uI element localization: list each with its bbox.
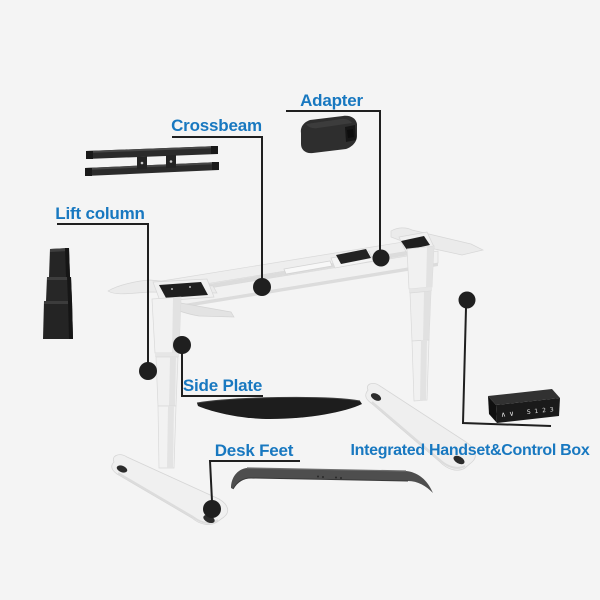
leader-lines <box>57 110 552 518</box>
crossbeam-dot <box>253 278 271 296</box>
side-plate-dot <box>173 336 191 354</box>
right-foot-front-glide <box>453 455 465 465</box>
left-bracket-pad <box>159 282 208 298</box>
right-foot-back-glide <box>370 393 382 401</box>
desk-frame <box>107 227 485 525</box>
desk-feet-part <box>231 467 433 493</box>
control-box-dot <box>458 291 476 309</box>
left-foot <box>111 454 229 525</box>
right-leg <box>406 245 435 402</box>
label-desk-feet: Desk Feet <box>214 441 294 460</box>
desk-feet-leader-line <box>208 460 300 502</box>
lift-column-part <box>43 248 73 339</box>
adapter-part <box>300 115 357 154</box>
label-crossbeam: Crossbeam <box>171 116 262 135</box>
control-box-front <box>496 398 560 423</box>
left-leg <box>151 296 182 469</box>
frame-inner-rail-slot <box>283 260 333 275</box>
lift-column-leader-line <box>57 223 149 363</box>
control-box-side <box>488 396 497 423</box>
lift-column-dot <box>139 362 157 380</box>
left-foot-back-glide <box>116 465 128 473</box>
control-box-leader-line <box>461 307 552 427</box>
side-plate-part <box>196 396 362 419</box>
adapter-leader-line <box>286 110 381 252</box>
side-plate-leader-line <box>181 352 263 397</box>
label-side-plate: Side Plate <box>182 376 263 395</box>
rail-pad <box>336 249 371 264</box>
crossbeam-part <box>85 146 219 176</box>
right-bracket-pad <box>401 236 430 250</box>
desk-feet-dot <box>203 500 221 518</box>
label-adapter: Adapter <box>300 91 363 110</box>
right-foot <box>365 383 476 471</box>
crossbeam-leader-line <box>172 136 263 280</box>
label-integrated-handset-control-box: Integrated Handset&Control Box <box>350 442 590 459</box>
label-lift-column: Lift column <box>55 204 145 223</box>
handset-updown-buttons: ∧ ∨ <box>500 410 515 419</box>
control-box-top <box>488 389 560 405</box>
handset-preset-buttons: S 1 2 3 <box>526 406 555 416</box>
control-box-part: ∧ ∨ S 1 2 3 <box>488 389 560 423</box>
adapter-dot <box>372 249 390 267</box>
